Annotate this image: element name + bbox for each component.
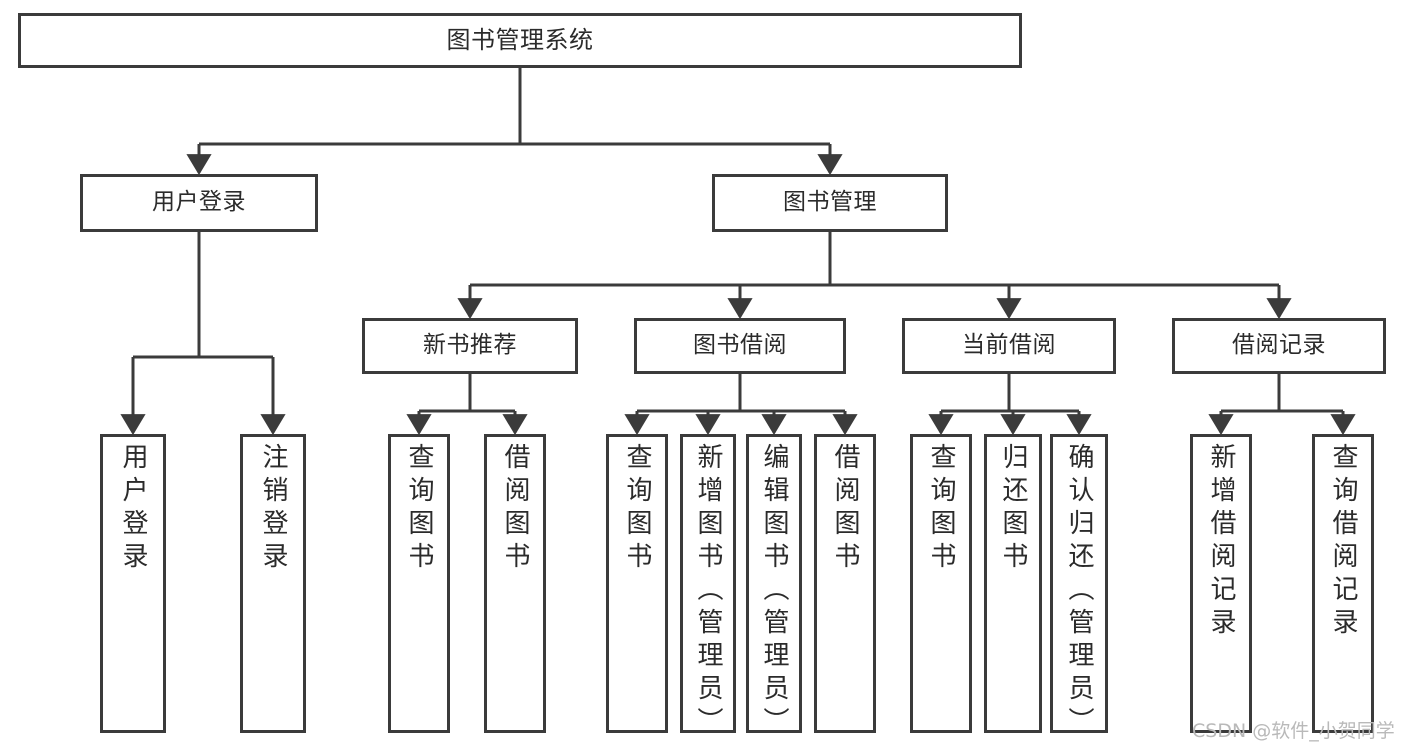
node-label: 查询借阅记录 bbox=[1328, 443, 1358, 641]
watermark: CSDN @软件_小贺同学 bbox=[1192, 720, 1395, 742]
node-label: 借阅图书 bbox=[500, 443, 530, 575]
node-label: 图书借阅 bbox=[693, 332, 787, 359]
node-l_r_query: 查询借阅记录 bbox=[1312, 434, 1374, 733]
node-l_b_add: 新增图书（管理员） bbox=[680, 434, 736, 740]
node-label: 确认归还（管理员） bbox=[1064, 443, 1094, 740]
node-label: 新增借阅记录 bbox=[1206, 443, 1236, 641]
node-l_b_edit: 编辑图书（管理员） bbox=[746, 434, 802, 740]
node-l_c_confirm: 确认归还（管理员） bbox=[1050, 434, 1108, 740]
node-label: 新书推荐 bbox=[423, 332, 517, 359]
node-l_user_logout: 注销登录 bbox=[240, 434, 306, 733]
node-label: 图书管理 bbox=[783, 189, 877, 216]
node-root: 图书管理系统 bbox=[18, 13, 1022, 68]
node-l_new_query: 查询图书 bbox=[388, 434, 450, 733]
node-l_c_query: 查询图书 bbox=[910, 434, 972, 733]
node-label: 用户登录 bbox=[118, 443, 148, 575]
node-label: 查询图书 bbox=[926, 443, 956, 575]
node-l_r_add: 新增借阅记录 bbox=[1190, 434, 1252, 733]
node-label: 查询图书 bbox=[404, 443, 434, 575]
node-label: 图书管理系统 bbox=[446, 26, 594, 55]
node-label: 当前借阅 bbox=[962, 332, 1056, 359]
node-label: 用户登录 bbox=[152, 189, 246, 216]
node-label: 编辑图书（管理员） bbox=[759, 443, 789, 740]
node-l_new_borrow: 借阅图书 bbox=[484, 434, 546, 733]
node-n_user: 用户登录 bbox=[80, 174, 318, 232]
node-l_b_borrow: 借阅图书 bbox=[814, 434, 876, 733]
node-l_c_return: 归还图书 bbox=[984, 434, 1042, 733]
node-l_b_query: 查询图书 bbox=[606, 434, 668, 733]
node-l_user_login: 用户登录 bbox=[100, 434, 166, 733]
node-label: 借阅图书 bbox=[830, 443, 860, 575]
node-label: 借阅记录 bbox=[1232, 332, 1326, 359]
node-n_cur: 当前借阅 bbox=[902, 318, 1116, 374]
node-label: 归还图书 bbox=[998, 443, 1028, 575]
node-n_new: 新书推荐 bbox=[362, 318, 578, 374]
node-label: 新增图书（管理员） bbox=[693, 443, 723, 740]
node-label: 查询图书 bbox=[622, 443, 652, 575]
node-n_borrow: 图书借阅 bbox=[634, 318, 846, 374]
node-n_book: 图书管理 bbox=[712, 174, 948, 232]
node-n_rec: 借阅记录 bbox=[1172, 318, 1386, 374]
node-label: 注销登录 bbox=[258, 443, 288, 575]
